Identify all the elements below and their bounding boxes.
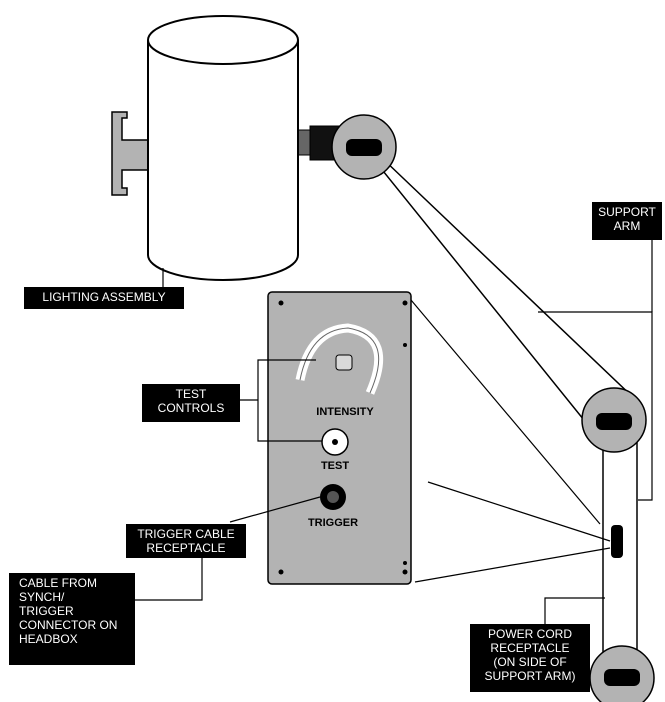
- leader-lines: [135, 240, 653, 628]
- control-panel: [267, 291, 412, 585]
- cylinder-top: [147, 15, 299, 65]
- test-controls-label: TEST CONTROLS: [142, 384, 240, 422]
- trigger-cable-receptacle-label: TRIGGER CABLE RECEPTACLE: [126, 524, 246, 558]
- intensity-knob: [335, 354, 353, 371]
- support-arm-label: SUPPORT ARM: [592, 202, 662, 240]
- middle-pivot-joint: [581, 387, 647, 453]
- upper-pivot-joint: [331, 114, 397, 180]
- lighting-assembly-label: LIGHTING ASSEMBLY: [24, 287, 184, 309]
- cylinder-body: [147, 40, 299, 281]
- power-cord-receptacle-label: POWER CORD RECEPTACLE (ON SIDE OF SUPPOR…: [470, 624, 590, 692]
- power-cord-receptacle: [611, 525, 623, 558]
- lower-pivot-joint: [589, 645, 655, 702]
- intensity-label: INTENSITY: [316, 406, 374, 418]
- test-label: TEST: [320, 460, 350, 472]
- mounting-clip: [111, 111, 151, 196]
- cable-from-synch-label: CABLE FROM SYNCH/ TRIGGER CONNECTOR ON H…: [9, 573, 135, 665]
- lighting-assembly: [111, 15, 341, 281]
- trigger-label: TRIGGER: [307, 517, 359, 529]
